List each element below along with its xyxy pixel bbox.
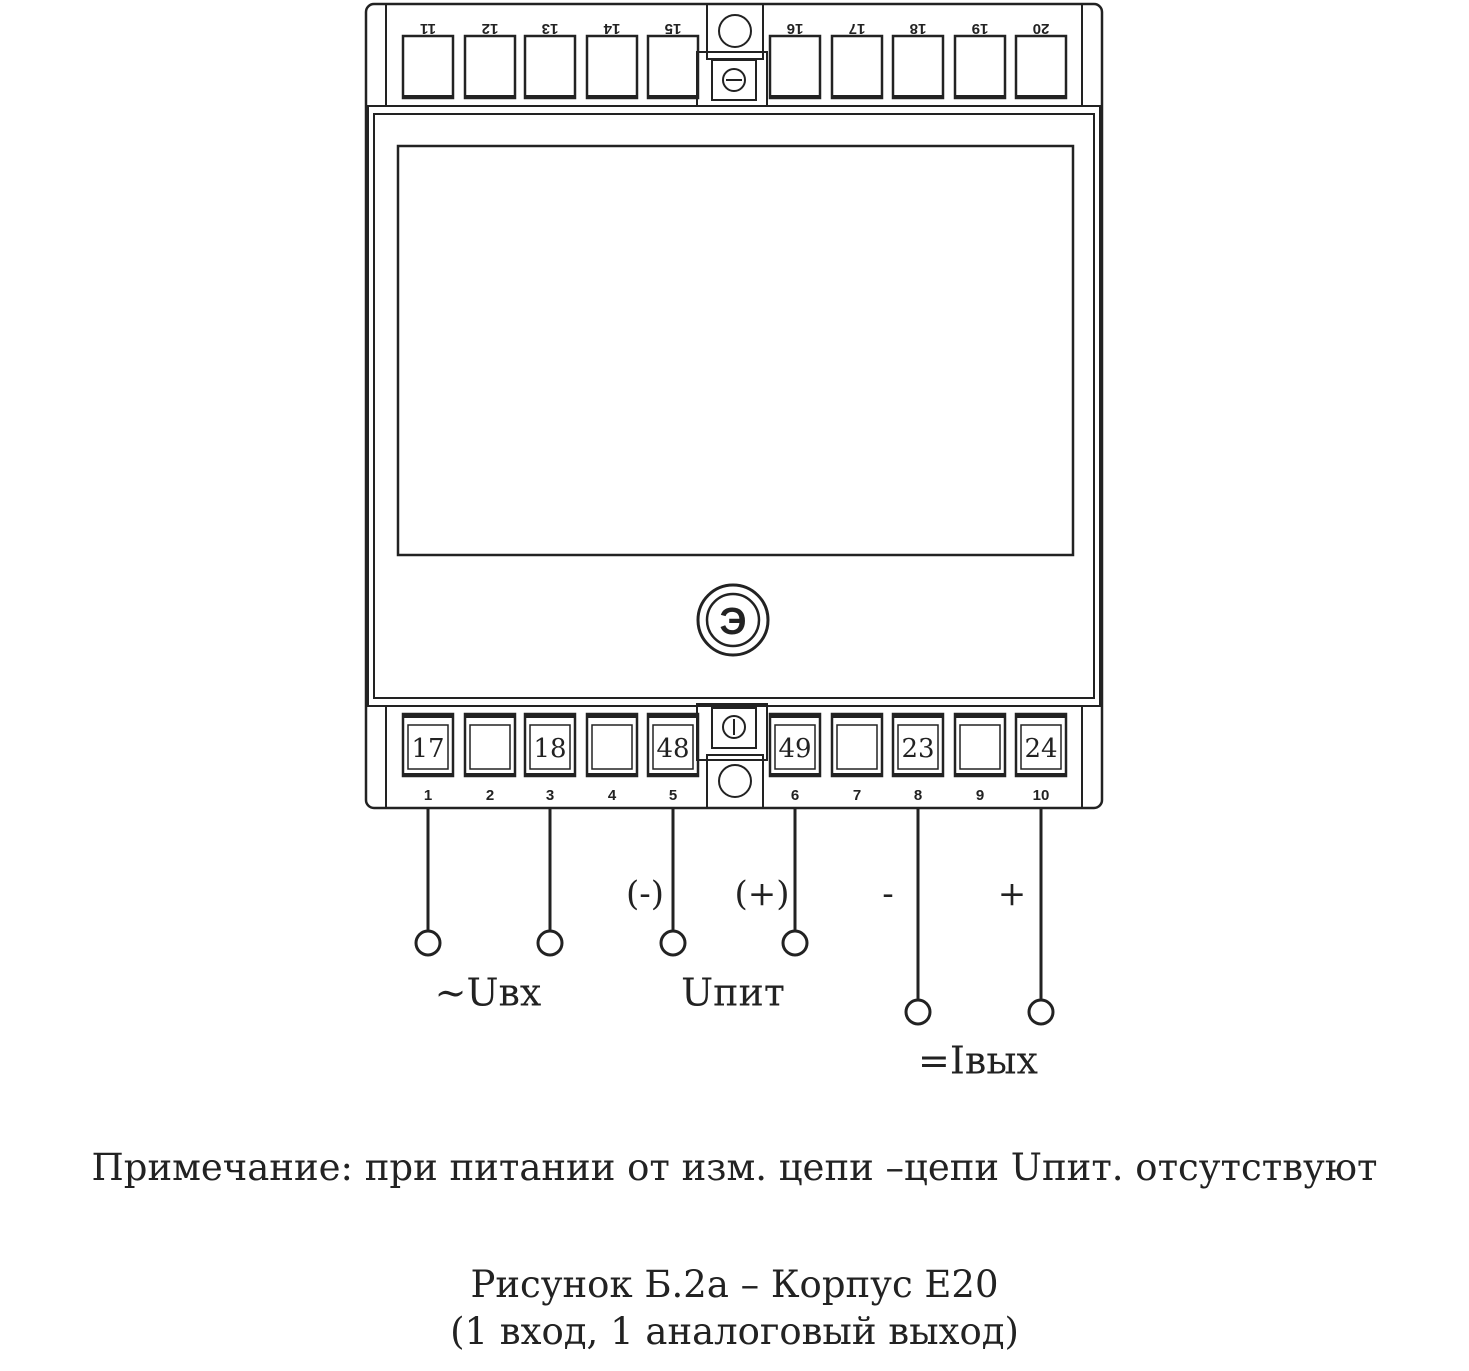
bottom-terminal-slot <box>830 712 884 778</box>
screw-top-icon <box>722 68 746 92</box>
note-text: Примечание: при питании от изм. цепи –це… <box>91 1146 1378 1189</box>
terminal-mark: 48 <box>656 734 689 764</box>
svg-text:Э: Э <box>719 601 746 643</box>
terminal-mark: 18 <box>533 734 566 764</box>
bottom-terminal-number: 9 <box>976 787 984 804</box>
bottom-terminal-number: 2 <box>486 787 494 804</box>
wire-terminal-circle <box>1027 998 1055 1026</box>
wire-terminal-circle <box>781 929 809 957</box>
top-terminal-number: 13 <box>542 20 559 37</box>
terminal-mark: 24 <box>1024 734 1057 764</box>
figure-caption-line2: (1 вход, 1 аналоговый выход) <box>450 1310 1019 1353</box>
wire-label-minus-paren: (-) <box>626 874 664 914</box>
top-terminal-number: 11 <box>420 20 436 37</box>
top-terminal-number: 18 <box>910 20 927 37</box>
mount-hole-top <box>718 14 752 48</box>
top-terminal-slot <box>891 34 945 100</box>
bottom-terminal-number: 10 <box>1033 787 1050 804</box>
top-terminal-number: 16 <box>787 20 804 37</box>
top-terminal-number: 20 <box>1033 20 1050 37</box>
bottom-terminal-number: 7 <box>853 787 861 804</box>
bottom-terminal-number: 6 <box>791 787 799 804</box>
bottom-terminal-slot <box>585 712 639 778</box>
bottom-terminal-number: 3 <box>546 787 554 804</box>
top-terminal-slot <box>463 34 517 100</box>
wire-label-minus: - <box>882 874 894 914</box>
wire-label-plus: + <box>998 874 1027 914</box>
wire-label-plus-paren: (+) <box>734 874 789 914</box>
screw-bottom-icon <box>722 715 746 739</box>
top-terminal-number: 14 <box>603 20 620 37</box>
wire-terminal-circle <box>659 929 687 957</box>
top-terminal-slot <box>401 34 455 100</box>
bottom-terminal-number: 4 <box>608 787 617 804</box>
wire-label-u-supply: Uпит <box>681 970 785 1014</box>
top-terminal-slot <box>1014 34 1068 100</box>
bottom-terminal-slot <box>463 712 517 778</box>
bottom-terminal-number: 8 <box>914 787 922 804</box>
display-window <box>396 144 1075 557</box>
top-terminal-slot <box>523 34 577 100</box>
mount-hole-bottom <box>718 764 752 798</box>
wire-terminal-circle <box>414 929 442 957</box>
bottom-terminal-number: 5 <box>669 787 677 804</box>
bottom-terminal-slot <box>953 712 1007 778</box>
terminal-mark: 17 <box>411 734 444 764</box>
bottom-terminal-number: 1 <box>424 787 432 804</box>
wire-label-i-out: =Iвых <box>918 1038 1038 1082</box>
top-terminal-number: 17 <box>849 20 866 37</box>
top-terminal-number: 19 <box>972 20 989 37</box>
top-terminal-slot <box>585 34 639 100</box>
top-terminal-number: 12 <box>482 20 499 37</box>
terminal-mark: 23 <box>901 734 934 764</box>
top-terminal-slot <box>830 34 884 100</box>
top-terminal-slot <box>768 34 822 100</box>
wire-terminal-circle <box>536 929 564 957</box>
top-terminal-slot <box>953 34 1007 100</box>
figure-caption-line1: Рисунок Б.2а – Корпус Е20 <box>470 1263 999 1306</box>
device-housing <box>364 2 1104 810</box>
wire-label-u-in: ~Uвх <box>435 970 542 1014</box>
top-terminal-slot <box>646 34 700 100</box>
top-terminal-number: 15 <box>665 20 682 37</box>
wire-terminal-circle <box>904 998 932 1026</box>
manufacturer-logo-icon: Э <box>696 583 770 657</box>
terminal-mark: 49 <box>778 734 811 764</box>
